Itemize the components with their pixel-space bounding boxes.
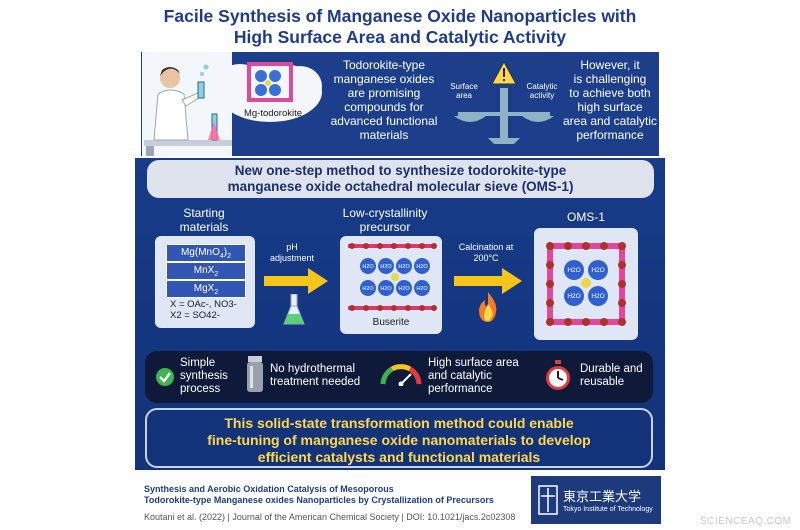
buserite-structure: H2O H2O H2O H2O H2O H2O H2O H2O [348, 243, 437, 311]
intro-line: materials [359, 128, 409, 142]
challenge-line: to achieve both [569, 86, 651, 100]
method-headline: New one-step method to synthesize todoro… [147, 160, 654, 198]
challenge-line: However, it [580, 58, 640, 72]
arrow2-line: 200°C [473, 253, 499, 263]
intro-line: manganese oxides [333, 72, 435, 86]
challenge-line: area and catalytic [562, 114, 658, 128]
challenge-line: is challenging [573, 72, 647, 86]
svg-text:H2O: H2O [380, 264, 392, 270]
arrow1-label: pH adjustment [262, 242, 322, 264]
svg-text:H2O: H2O [416, 286, 428, 292]
mg-todorokite-cloud [216, 62, 322, 122]
svg-text:H2O: H2O [398, 264, 410, 270]
material-mnx2: MnX2 [166, 262, 246, 280]
paper-title-line-1: Synthesis and Aerobic Oxidation Catalysi… [144, 484, 394, 494]
feature-line: process [180, 383, 221, 395]
conclusion-line-1: This solid-state transformation method c… [224, 415, 574, 431]
starting-materials-label: Starting materials [168, 206, 240, 234]
svg-text:H2O: H2O [591, 293, 604, 300]
feature-line: treatment needed [270, 376, 361, 388]
feature-line: performance [428, 383, 493, 395]
paper-title: Synthesis and Aerobic Oxidation Catalysi… [144, 484, 524, 506]
citation: Koutani et al. (2022) | Journal of the A… [144, 512, 516, 522]
scale-left-line: Surface [450, 82, 478, 91]
svg-text:H2O: H2O [591, 267, 604, 274]
product-label: OMS-1 [566, 210, 605, 224]
feature-line: synthesis [180, 370, 228, 382]
logo-text: 東京工業大学 [563, 490, 642, 505]
svg-text:H2O: H2O [362, 286, 374, 292]
method-line-2: manganese oxide octahedral molecular sie… [227, 179, 574, 194]
arrow-right-icon [454, 268, 522, 294]
feature-line: reusable [580, 376, 625, 388]
svg-text:H2O: H2O [398, 286, 410, 292]
method-line-1: New one-step method to synthesize todoro… [234, 163, 567, 178]
feature-line: High surface area [428, 357, 519, 369]
svg-text:H2O: H2O [380, 286, 392, 292]
logo-emblem-icon [538, 485, 558, 515]
gauge-icon [380, 364, 422, 386]
scale-left-label: Surface area [446, 82, 482, 100]
arrow2-label: Calcination at 200°C [448, 242, 524, 264]
feature-no-hydrothermal: No hydrothermal treatment needed [270, 363, 370, 389]
challenge-line: high surface [577, 100, 643, 114]
page-title: Facile Synthesis of Manganese Oxide Nano… [135, 6, 665, 48]
arrow-right-icon [264, 268, 328, 294]
svg-text:H2O: H2O [567, 267, 580, 274]
svg-text:H2O: H2O [362, 264, 374, 270]
arrow2-line: Calcination at [458, 242, 514, 252]
formula-x: X = OAc-, NO3- [170, 299, 237, 310]
arrow1-line: adjustment [269, 253, 315, 263]
conclusion-line-3: efficient catalysts and functional mater… [257, 449, 541, 465]
conclusion-box: This solid-state transformation method c… [145, 408, 653, 468]
feature-line: Simple [180, 357, 216, 369]
intro-text: Todorokite-type manganese oxides are pro… [330, 58, 438, 142]
starting-label-line: materials [179, 220, 229, 234]
title-line-1: Facile Synthesis of Manganese Oxide Nano… [163, 6, 637, 26]
arrow1-line: pH [286, 242, 298, 252]
intro-line: compounds for [344, 100, 424, 114]
precursor-label-line: Low-crystallinity [342, 206, 428, 220]
svg-text:H2O: H2O [567, 293, 580, 300]
svg-text:H2O: H2O [416, 264, 428, 270]
feature-simple-synthesis: Simple synthesis process [180, 357, 240, 396]
precursor-label-line: precursor [359, 220, 411, 234]
check-icon [156, 368, 174, 386]
formula-notes: X = OAc-, NO3- X2 = SO42- [170, 299, 237, 321]
flame-icon [479, 292, 497, 322]
watermark: SCIENCEAQ.COM [700, 516, 792, 527]
intro-line: advanced functional [330, 114, 438, 128]
challenge-text: However, it is challenging to achieve bo… [562, 58, 658, 142]
vessel-icon [247, 356, 263, 392]
scale-right-label: Catalytic activity [520, 82, 564, 100]
scientist-illustration [142, 52, 232, 156]
material-mgx2: MgX2 [166, 280, 246, 298]
buserite-label: Buserite [372, 317, 410, 328]
precursor-label: Low-crystallinity precursor [330, 206, 440, 234]
university-logo: 東京工業大学 Tokyo Institute of Technology [531, 476, 661, 524]
feature-line: No hydrothermal [270, 363, 356, 375]
stopwatch-icon [546, 360, 570, 390]
feature-line: Durable and [580, 363, 643, 375]
scale-left-line: area [455, 91, 472, 100]
formula-x2: X2 = SO42- [170, 310, 220, 321]
material-mg-mno4: Mg(MnO4)2 [166, 244, 246, 262]
feature-durable: Durable and reusable [580, 363, 652, 389]
feature-high-surface-area: High surface area and catalytic performa… [428, 357, 536, 396]
conclusion-line-2: fine-tuning of manganese oxide nanomater… [207, 432, 591, 448]
cloud-label: Mg-todorokite [243, 108, 303, 119]
paper-title-line-2: Todorokite-type Manganese oxides Nanopar… [144, 495, 494, 505]
oms1-structure: H2O H2O H2O H2O [546, 242, 626, 326]
intro-line: are promising [347, 86, 421, 100]
flask-icon [283, 294, 305, 325]
intro-line: Todorokite-type [342, 58, 426, 72]
scale-right-line: activity [529, 91, 555, 100]
starting-label-line: Starting [183, 206, 225, 220]
feature-line: and catalytic [428, 370, 492, 382]
logo-subtext: Tokyo Institute of Technology [563, 506, 653, 513]
scale-right-line: Catalytic [526, 82, 558, 91]
challenge-line: performance [576, 128, 644, 142]
balance-scale-icon [454, 60, 554, 144]
title-line-2: High Surface Area and Catalytic Activity [233, 27, 567, 47]
